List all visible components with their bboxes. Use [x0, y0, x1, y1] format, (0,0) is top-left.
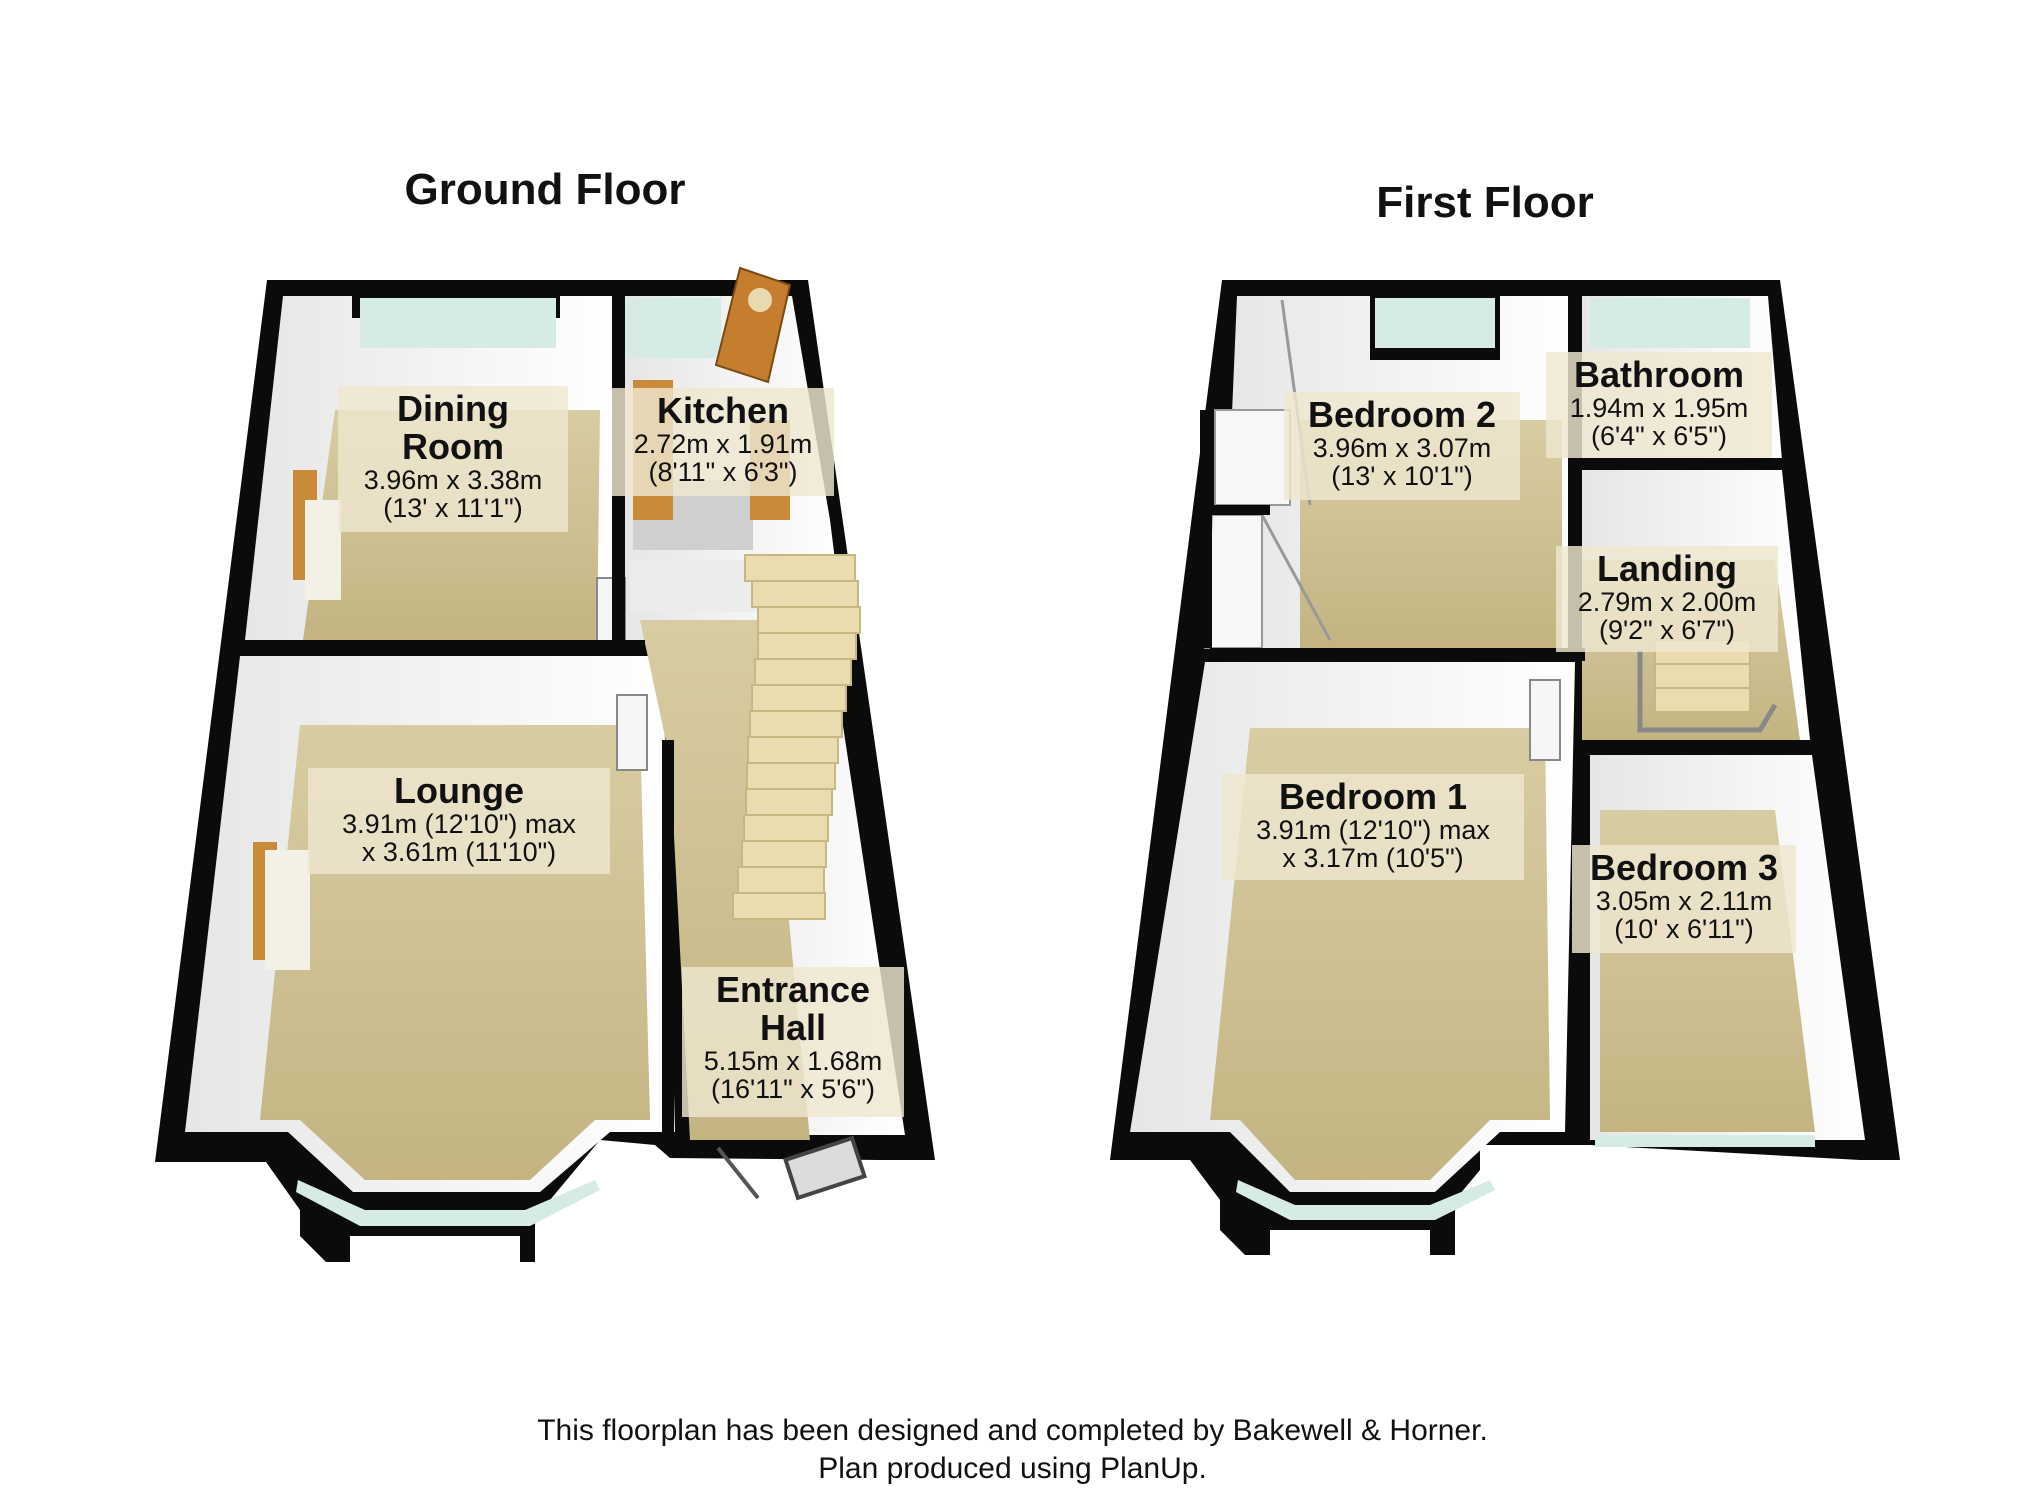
first-floor-title: First Floor — [1376, 178, 1594, 227]
landing-bedroom-3-wall — [1582, 740, 1812, 754]
lounge-door — [616, 694, 648, 771]
bedroom-2-wardrobe-top — [1214, 409, 1291, 506]
lounge-hearth — [265, 850, 310, 970]
bedroom-1-door — [1529, 679, 1561, 761]
staircase — [732, 554, 861, 920]
room-name: Lounge — [394, 770, 524, 811]
room-dimensions: 2.72m x 1.91m (8'11" x 6'3") — [633, 428, 813, 488]
dining-room-label: Dining Room 3.96m x 3.38m (13' x 11'1") — [338, 386, 568, 532]
landing-label: Landing 2.79m x 2.00m (9'2" x 6'7") — [1556, 546, 1778, 652]
room-name: Bedroom 3 — [1589, 847, 1779, 888]
front-door — [716, 1146, 760, 1200]
bedroom-2-cupboard-wall — [1200, 410, 1212, 648]
footer-line-2: Plan produced using PlanUp. — [818, 1452, 1207, 1486]
lounge-label: Lounge 3.91m (12'10") max x 3.61m (11'10… — [308, 768, 610, 874]
lounge-bay-window — [296, 1180, 600, 1226]
room-name: Kitchen — [656, 390, 789, 431]
dining-room-window — [360, 298, 556, 348]
bedroom-2-wardrobe-bottom — [1203, 514, 1263, 649]
room-name: Entrance Hall — [715, 969, 871, 1048]
bathroom-landing-wall — [1582, 458, 1782, 470]
ground-floor-divider-wall — [240, 640, 645, 653]
wardrobe-door-2 — [1260, 514, 1332, 641]
first-floor-divider-wall — [1210, 648, 1585, 661]
entrance-door-mat — [783, 1135, 867, 1201]
room-dimensions: 2.79m x 2.00m (9'2" x 6'7") — [1577, 586, 1757, 646]
bedroom-1-bay-window — [1236, 1180, 1495, 1220]
cupboard-shelf-wall — [1212, 505, 1270, 515]
dining-room-hearth — [305, 500, 341, 600]
bedroom-2-window — [1375, 298, 1495, 348]
ground-floor-title: Ground Floor — [404, 165, 686, 214]
kitchen-window — [625, 298, 721, 358]
footer-credit: This floorplan has been designed and com… — [0, 1412, 2025, 1488]
room-dimensions: 3.96m x 3.38m (13' x 11'1") — [363, 464, 543, 523]
room-name: Landing — [1597, 548, 1737, 589]
room-name: Bedroom 2 — [1307, 394, 1497, 435]
bathroom-window — [1590, 298, 1750, 348]
room-dimensions: 5.15m x 1.68m (16'11" x 5'6") — [703, 1045, 883, 1104]
room-name: Bathroom — [1574, 354, 1744, 395]
room-dimensions: 1.94m x 1.95m (6'4" x 6'5") — [1569, 392, 1749, 452]
lounge-hall-wall — [662, 740, 674, 1140]
bedroom-2-label: Bedroom 2 3.96m x 3.07m (13' x 10'1") — [1284, 392, 1520, 500]
room-dimensions: 3.91m (12'10") max x 3.61m (11'10") — [342, 808, 576, 868]
room-dimensions: 3.05m x 2.11m (10' x 6'11") — [1595, 885, 1773, 945]
footer-line-1: This floorplan has been designed and com… — [537, 1414, 1488, 1447]
kitchen-utility-wall — [630, 560, 770, 612]
landing-banister — [1637, 650, 1778, 733]
bathroom-label: Bathroom 1.94m x 1.95m (6'4" x 6'5") — [1546, 352, 1772, 458]
kitchen-door-window — [748, 288, 772, 312]
bedroom-1-label: Bedroom 1 3.91m (12'10") max x 3.17m (10… — [1222, 774, 1524, 880]
room-name: Bedroom 1 — [1278, 776, 1468, 817]
bedroom-3-window — [1595, 1135, 1815, 1147]
room-dimensions: 3.96m x 3.07m (13' x 10'1") — [1312, 432, 1492, 492]
room-dimensions: 3.91m (12'10") max x 3.17m (10'5") — [1256, 814, 1490, 874]
entrance-hall-label: Entrance Hall 5.15m x 1.68m (16'11" x 5'… — [682, 967, 904, 1117]
room-name: Dining Room — [397, 388, 509, 467]
kitchen-label: Kitchen 2.72m x 1.91m (8'11" x 6'3") — [612, 388, 834, 496]
bedroom-3-label: Bedroom 3 3.05m x 2.11m (10' x 6'11") — [1572, 845, 1796, 953]
kitchen-back-door — [714, 266, 792, 384]
